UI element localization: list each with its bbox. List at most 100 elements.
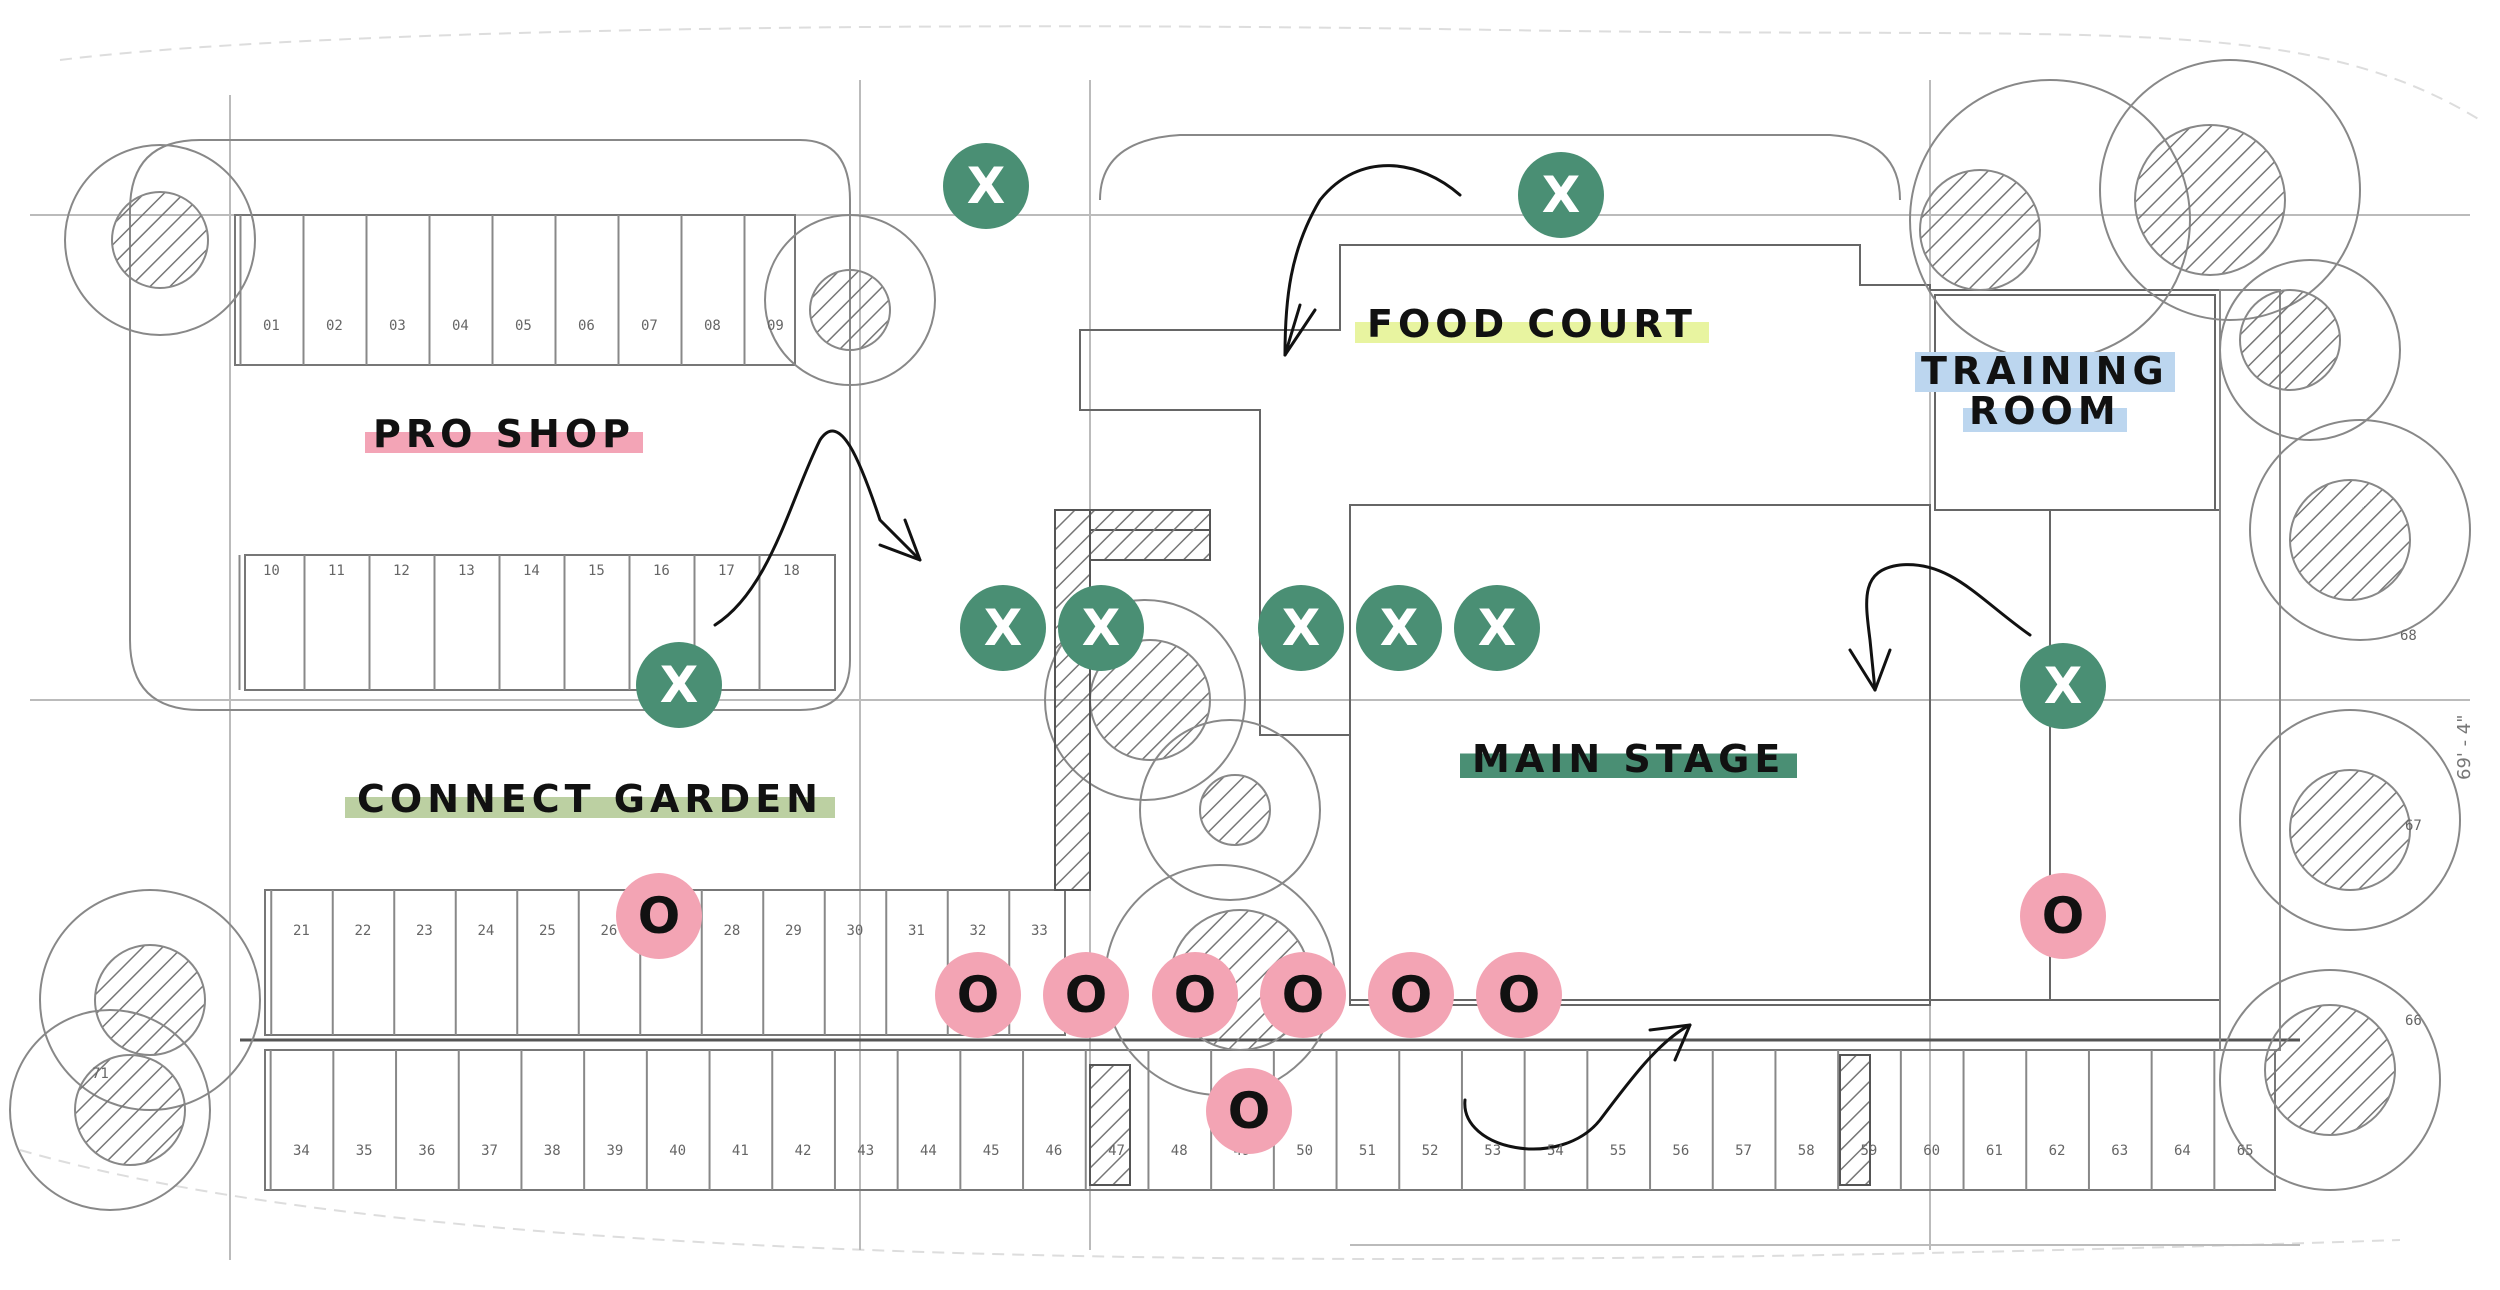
- stall-number: 41: [732, 1143, 749, 1159]
- stall-number: 06: [578, 318, 595, 334]
- stall-number: 71: [92, 1066, 109, 1082]
- stall-number: 17: [718, 563, 735, 579]
- stall-number: 09: [767, 318, 784, 334]
- o-marker: O: [1476, 952, 1562, 1038]
- stall-number: 51: [1359, 1143, 1376, 1159]
- stall-number: 42: [795, 1143, 812, 1159]
- stall-number: 16: [653, 563, 670, 579]
- stall-number: 02: [326, 318, 343, 334]
- stall-number: 14: [523, 563, 540, 579]
- stall-number: 03: [389, 318, 406, 334]
- stall-number: 39: [607, 1143, 624, 1159]
- zone-pro-shop: PRO SHOP: [365, 415, 643, 453]
- stall-number: 31: [908, 923, 925, 939]
- x-marker: X: [2020, 643, 2106, 729]
- stall-number: 68: [2400, 628, 2417, 644]
- x-marker: X: [1454, 585, 1540, 671]
- stall-number: 47: [1108, 1143, 1125, 1159]
- stall-number: 37: [481, 1143, 498, 1159]
- stall-number: 32: [970, 923, 987, 939]
- stall-number: 24: [478, 923, 495, 939]
- arrow-3: [1865, 563, 2032, 692]
- stall-number: 66: [2405, 1013, 2422, 1029]
- zone-label: MAIN STAGE: [1460, 740, 1798, 778]
- o-marker: O: [616, 873, 702, 959]
- stall-number: 60: [1923, 1143, 1940, 1159]
- stall-number: 64: [2174, 1143, 2191, 1159]
- stall-number: 13: [458, 563, 475, 579]
- o-marker: O: [1043, 952, 1129, 1038]
- stall-number: 45: [983, 1143, 1000, 1159]
- o-marker: O: [2020, 873, 2106, 959]
- stall-number: 08: [704, 318, 721, 334]
- zone-main-stage: MAIN STAGE: [1460, 740, 1798, 778]
- arrow-4: [1463, 1023, 1692, 1151]
- x-marker: X: [1258, 585, 1344, 671]
- stall-number: 61: [1986, 1143, 2003, 1159]
- stall-number: 30: [847, 923, 864, 939]
- stall-number: 59: [1861, 1143, 1878, 1159]
- stall-number: 46: [1045, 1143, 1062, 1159]
- x-marker: X: [943, 143, 1029, 229]
- stall-number: 35: [356, 1143, 373, 1159]
- stall-number: 21: [293, 923, 310, 939]
- stall-number: 65: [2237, 1143, 2254, 1159]
- stall-number: 04: [452, 318, 469, 334]
- stall-number: 63: [2111, 1143, 2128, 1159]
- zone-label: PRO SHOP: [365, 415, 643, 453]
- zone-label: FOOD COURT: [1355, 305, 1709, 343]
- o-marker: O: [1260, 952, 1346, 1038]
- stall-number: 48: [1171, 1143, 1188, 1159]
- x-marker: X: [1518, 152, 1604, 238]
- o-marker: O: [1206, 1068, 1292, 1154]
- stall-number: 23: [416, 923, 433, 939]
- stall-number: 28: [724, 923, 741, 939]
- stall-number: 56: [1672, 1143, 1689, 1159]
- x-marker: X: [1356, 585, 1442, 671]
- stall-number: 50: [1296, 1143, 1313, 1159]
- o-marker: O: [1368, 952, 1454, 1038]
- stall-number: 43: [857, 1143, 874, 1159]
- zone-label: CONNECT GARDEN: [345, 780, 835, 818]
- stall-number: 58: [1798, 1143, 1815, 1159]
- zone-food-court: FOOD COURT: [1355, 305, 1709, 343]
- stall-number: 57: [1735, 1143, 1752, 1159]
- stall-number: 40: [669, 1143, 686, 1159]
- stall-number: 33: [1031, 923, 1048, 939]
- zone-label-line2: ROOM: [1962, 391, 2127, 432]
- stall-number: 55: [1610, 1143, 1627, 1159]
- x-marker: X: [636, 642, 722, 728]
- stall-number: 29: [785, 923, 802, 939]
- stall-number: 07: [641, 318, 658, 334]
- stall-number: 52: [1422, 1143, 1439, 1159]
- stall-number: 11: [328, 563, 345, 579]
- stall-number: 54: [1547, 1143, 1564, 1159]
- zone-connect-garden: CONNECT GARDEN: [345, 780, 835, 818]
- stall-number: 26: [601, 923, 618, 939]
- dimension-label: 69' - 4": [2454, 714, 2475, 780]
- stall-number: 05: [515, 318, 532, 334]
- x-marker: X: [1058, 585, 1144, 671]
- stall-number: 34: [293, 1143, 310, 1159]
- stall-number: 10: [263, 563, 280, 579]
- stall-number: 25: [539, 923, 556, 939]
- o-marker: O: [1152, 952, 1238, 1038]
- zone-training-room: TRAINING ROOM: [1915, 351, 2175, 432]
- stall-number: 01: [263, 318, 280, 334]
- o-marker: O: [935, 952, 1021, 1038]
- stall-number: 67: [2405, 818, 2422, 834]
- x-marker: X: [960, 585, 1046, 671]
- stall-number: 36: [418, 1143, 435, 1159]
- arrow-2: [713, 429, 922, 627]
- zone-label-line1: TRAINING: [1915, 351, 2175, 392]
- stall-number: 44: [920, 1143, 937, 1159]
- stall-number: 12: [393, 563, 410, 579]
- stall-number: 18: [783, 563, 800, 579]
- stall-number: 38: [544, 1143, 561, 1159]
- arrow-1: [1283, 164, 1462, 357]
- stall-number: 15: [588, 563, 605, 579]
- stall-number: 22: [355, 923, 372, 939]
- stall-number: 62: [2049, 1143, 2066, 1159]
- stall-number: 53: [1484, 1143, 1501, 1159]
